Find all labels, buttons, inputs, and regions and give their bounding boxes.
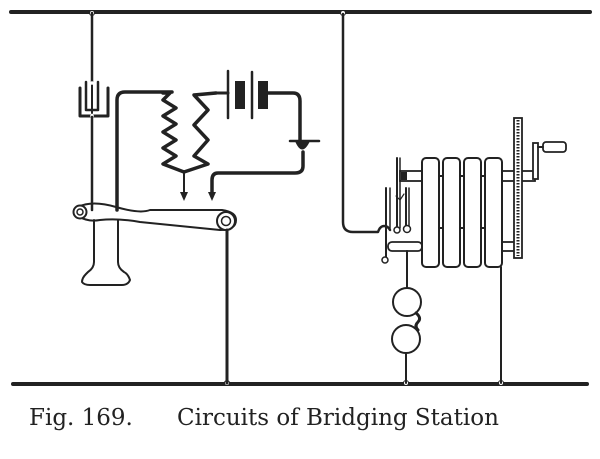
generator-crank xyxy=(532,141,567,180)
polarized-ringer-bells xyxy=(391,287,422,384)
magneto-generator xyxy=(387,117,536,268)
transmitter xyxy=(208,139,321,201)
receiver xyxy=(81,219,131,286)
condenser xyxy=(78,11,110,212)
contact-arrow xyxy=(208,192,216,201)
figure-label: Fig. 169. xyxy=(29,405,133,431)
switch-hook xyxy=(72,202,237,385)
primary-wire xyxy=(115,90,174,212)
induction-coil xyxy=(161,91,218,201)
generator-shunt-springs xyxy=(381,157,412,264)
figure-title: Circuits of Bridging Station xyxy=(177,405,499,431)
bridging-wire xyxy=(341,12,392,234)
local-battery xyxy=(214,69,302,142)
contact-arrow xyxy=(180,192,188,201)
